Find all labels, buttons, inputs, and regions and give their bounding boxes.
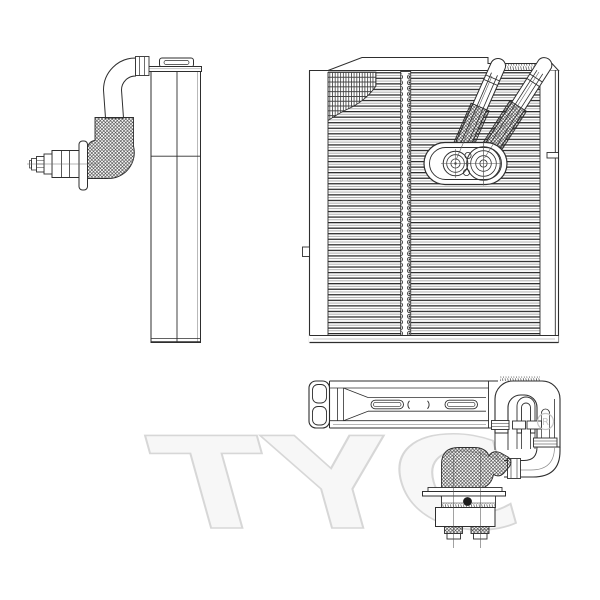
top-view-knurl-band (500, 376, 540, 381)
front-view-left-mount-tab (302, 246, 310, 257)
fitting-port-small (441, 149, 471, 178)
pipe-ferrule (533, 437, 558, 448)
side-view-threaded-fitting (27, 140, 98, 191)
front-view (302, 57, 560, 344)
front-view-center-tube-strip (400, 71, 412, 337)
registered-trademark-icon: R (536, 412, 555, 431)
side-view-tank (145, 57, 202, 343)
flange-nut (470, 526, 490, 534)
top-view-pipe-loop (491, 380, 561, 479)
top-view-body (308, 376, 540, 429)
fitting-port-large (465, 142, 502, 186)
pipe-ferrule (491, 420, 510, 430)
top-view-slot (444, 399, 478, 410)
top-view (308, 376, 561, 548)
front-view-right-mount-tab (546, 152, 559, 159)
side-view-inlet-pipe (102, 56, 150, 119)
side-view-braided-hose (87, 117, 135, 179)
registered-symbol-letter: R (542, 417, 549, 428)
front-view-left-side-plate (302, 70, 329, 343)
fitting-bolt-hole (464, 151, 472, 159)
fitting-bolt-hole (462, 168, 470, 176)
front-view-fitting-plate (423, 71, 540, 186)
top-view-mounting-flange (422, 452, 506, 548)
front-view-bottom-plate (309, 335, 559, 344)
top-view-slot (370, 399, 404, 410)
front-view-right-side-plate (539, 70, 560, 343)
side-view (27, 56, 202, 343)
top-view-braided-hose (441, 447, 512, 491)
flange-bolt (463, 497, 472, 506)
front-view-top-knurl-band (506, 63, 538, 70)
